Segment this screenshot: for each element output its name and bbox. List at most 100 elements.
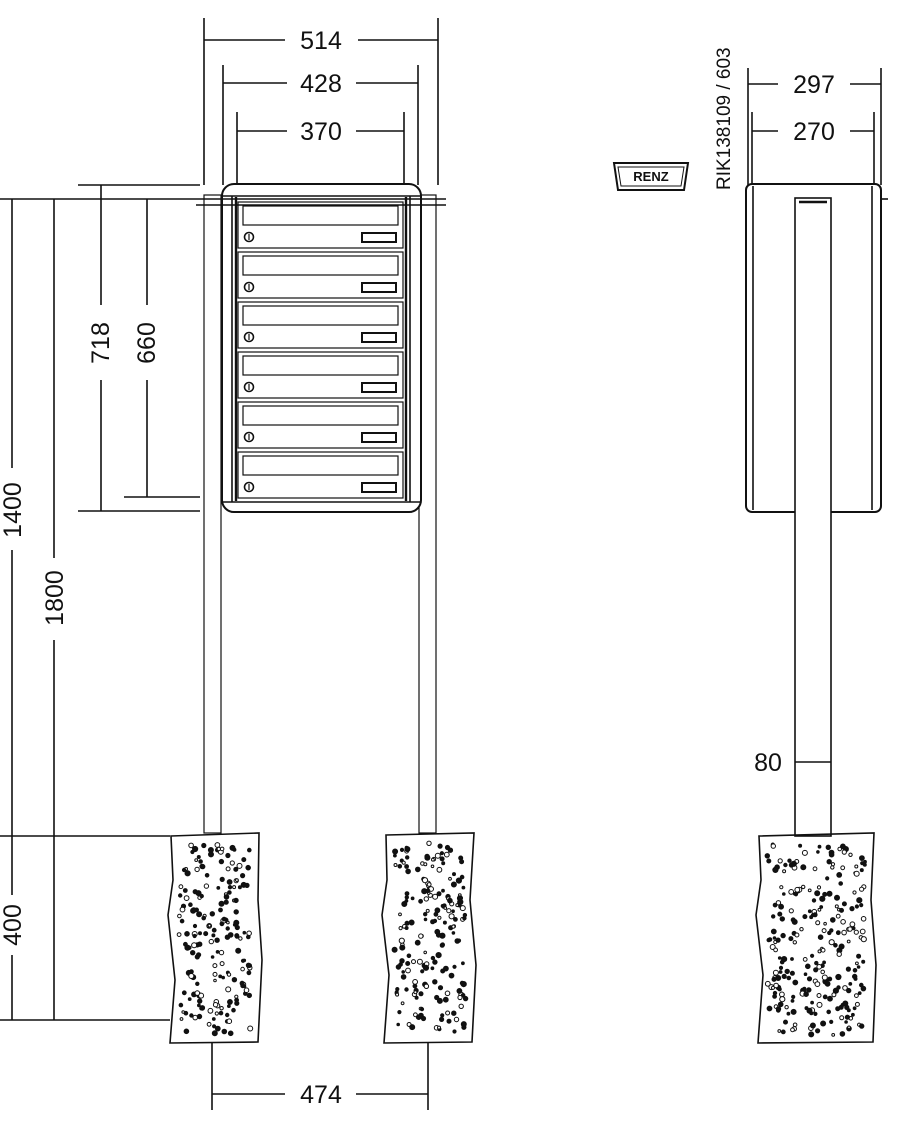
aggregate-speck: [192, 923, 198, 929]
aggregate-speck: [227, 885, 233, 890]
aggregate-speck: [404, 920, 410, 926]
aggregate-speck: [841, 849, 847, 855]
aggregate-speck: [227, 890, 232, 895]
dimension-height-top: 1400: [0, 199, 170, 837]
aggregate-speck: [829, 1019, 834, 1025]
aggregate-speck: [178, 884, 184, 890]
aggregate-speck: [204, 873, 210, 878]
aggregate-speck: [199, 893, 204, 899]
aggregate-speck: [448, 913, 455, 920]
aggregate-speck: [834, 904, 839, 909]
aggregate-speck: [819, 895, 826, 902]
aggregate-speck: [764, 980, 771, 987]
aggregate-speck: [425, 888, 431, 894]
aggregate-speck: [777, 956, 782, 960]
aggregate-speck: [415, 866, 421, 873]
aggregate-speck: [247, 963, 253, 968]
aggregate-speck: [442, 996, 449, 1003]
aggregate-speck: [788, 936, 794, 942]
aggregate-speck: [211, 1030, 218, 1037]
dimension-depth-outer: 297: [747, 68, 882, 185]
brand-logo: RENZ: [612, 162, 690, 191]
aggregate-speck: [458, 1003, 464, 1009]
aggregate-speck: [798, 843, 803, 848]
aggregate-speck: [225, 986, 232, 993]
aggregate-speck: [855, 961, 859, 966]
aggregate-speck: [207, 923, 212, 928]
aggregate-speck: [835, 913, 841, 919]
aggregate-speck: [456, 988, 463, 994]
aggregate-speck: [779, 996, 786, 1003]
aggregate-speck: [856, 897, 863, 904]
aggregate-speck: [816, 1001, 823, 1008]
aggregate-speck: [772, 994, 777, 999]
aggregate-speck: [233, 909, 239, 915]
aggregate-speck: [784, 1005, 789, 1010]
aggregate-speck: [830, 917, 836, 923]
aggregate-speck: [792, 1022, 798, 1028]
aggregate-speck: [852, 968, 858, 973]
aggregate-speck: [435, 952, 442, 959]
dimension-label: 514: [300, 27, 342, 55]
aggregate-speck: [194, 866, 200, 873]
dimension-label: 718: [87, 322, 115, 364]
aggregate-speck: [195, 981, 200, 986]
aggregate-speck: [423, 983, 430, 989]
aggregate-speck: [399, 958, 405, 964]
aggregate-speck: [859, 903, 864, 908]
aggregate-speck: [413, 990, 418, 995]
aggregate-speck: [841, 901, 847, 907]
name-plate: [361, 432, 397, 443]
aggregate-speck: [226, 879, 233, 885]
aggregate-speck: [401, 860, 406, 865]
aggregate-speck: [201, 915, 206, 921]
compartment-stack: [237, 201, 404, 499]
aggregate-speck: [405, 855, 410, 860]
aggregate-speck: [213, 978, 217, 983]
mailbox-compartment: [237, 201, 404, 249]
aggregate-speck: [838, 881, 844, 886]
aggregate-speck: [839, 1015, 845, 1021]
mailbox-compartment: [237, 351, 404, 399]
mailbox-compartment: [237, 301, 404, 349]
aggregate-speck: [839, 1031, 846, 1037]
aggregate-speck: [458, 855, 464, 861]
dimension-label: 370: [300, 118, 342, 146]
aggregate-speck: [240, 873, 246, 879]
aggregate-speck: [824, 980, 831, 987]
aggregate-speck: [227, 999, 233, 1005]
name-plate: [361, 482, 397, 493]
aggregate-speck: [775, 1006, 782, 1012]
aggregate-speck: [790, 1027, 795, 1033]
aggregate-speck: [423, 862, 428, 867]
aggregate-speck: [780, 932, 786, 939]
aggregate-speck: [188, 842, 194, 849]
aggregate-speck: [225, 1012, 230, 1018]
aggregate-speck: [424, 853, 430, 860]
dimension-height-box: 718: [78, 184, 200, 512]
aggregate-speck: [844, 1020, 848, 1024]
mailbox-compartment: [237, 401, 404, 449]
aggregate-speck: [790, 917, 796, 923]
aggregate-speck: [775, 900, 782, 906]
aggregate-speck: [434, 907, 441, 914]
dimension-height-inner: 660: [124, 199, 200, 498]
aggregate-speck: [806, 1007, 813, 1014]
aggregate-speck: [423, 896, 429, 902]
aggregate-speck: [207, 1007, 214, 1014]
aggregate-speck: [432, 959, 438, 965]
aggregate-speck: [854, 993, 859, 998]
aggregate-speck: [816, 993, 822, 998]
aggregate-speck: [448, 876, 452, 881]
aggregate-speck: [191, 907, 197, 913]
aggregate-speck: [397, 864, 403, 869]
aggregate-speck: [239, 980, 245, 986]
aggregate-speck: [440, 968, 446, 974]
aggregate-speck: [439, 932, 446, 939]
aggregate-speck: [827, 976, 833, 982]
mailbox-unit: [221, 183, 422, 513]
aggregate-speck: [777, 1029, 782, 1033]
aggregate-speck: [404, 864, 410, 869]
aggregate-speck: [849, 921, 856, 928]
aggregate-speck: [788, 908, 794, 914]
